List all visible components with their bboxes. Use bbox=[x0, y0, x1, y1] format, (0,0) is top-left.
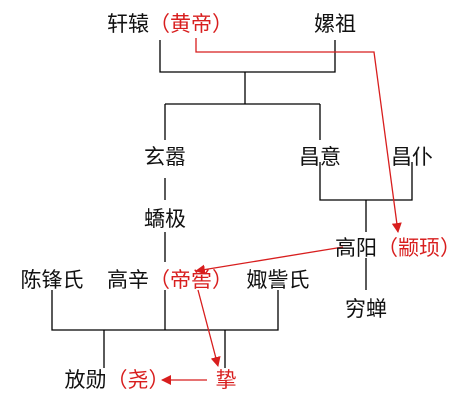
succession-arrow-zhuanxu-diku bbox=[195, 246, 344, 275]
node-fangxun-paren-close: ） bbox=[148, 368, 170, 392]
node-xuanxiao: 玄嚣 bbox=[144, 145, 186, 169]
node-chenfeng: 陈锋氏 bbox=[20, 268, 84, 292]
node-gaoxin: 高辛（帝喾） bbox=[107, 268, 233, 292]
node-gaoxin-paren-open: （ bbox=[149, 268, 170, 292]
node-juzi: 娵訾氏 bbox=[246, 268, 310, 292]
node-gaoxin-name: 高辛 bbox=[107, 268, 149, 292]
node-fangxun-name: 放勋 bbox=[64, 368, 107, 392]
node-xuanyuan-alias: 黄帝 bbox=[170, 12, 212, 36]
node-fangxun: 放勋（尧） bbox=[65, 368, 170, 392]
kinship-lines bbox=[51, 40, 413, 368]
node-changpu: 昌仆 bbox=[391, 145, 433, 169]
node-changyi: 昌意 bbox=[299, 145, 341, 169]
node-fangxun-alias: 尧 bbox=[127, 368, 149, 392]
node-xuanyuan-paren-close: ） bbox=[212, 12, 233, 36]
node-gaoyang-paren-open: （ bbox=[377, 236, 398, 260]
node-gaoxin-alias: 帝喾 bbox=[170, 268, 212, 292]
node-xuanyuan: 轩辕（黄帝） bbox=[107, 12, 233, 36]
node-leizu: 嫘祖 bbox=[314, 12, 356, 36]
node-gaoyang: 高阳（颛顼） bbox=[335, 236, 461, 260]
node-gaoyang-paren-close: ） bbox=[440, 236, 461, 260]
node-xuanyuan-name: 轩辕 bbox=[107, 12, 149, 36]
marriage-line-xuanyuan-leizu bbox=[159, 40, 336, 73]
succession-arrow-diku-zhi bbox=[197, 289, 221, 367]
succession-arrows bbox=[161, 38, 402, 385]
node-zhi: 挚 bbox=[215, 368, 237, 392]
node-xuanyuan-paren-open: （ bbox=[149, 12, 170, 36]
node-jiaoji: 蟜极 bbox=[144, 207, 186, 231]
node-fangxun-paren-open: （ bbox=[106, 368, 128, 392]
node-qiongchan: 穷蝉 bbox=[345, 297, 387, 321]
node-gaoyang-name: 高阳 bbox=[335, 236, 377, 260]
node-gaoyang-alias: 颛顼 bbox=[398, 236, 440, 260]
node-gaoxin-paren-close: ） bbox=[212, 268, 233, 292]
succession-arrow-huangdi-zhuanxu bbox=[195, 38, 402, 233]
